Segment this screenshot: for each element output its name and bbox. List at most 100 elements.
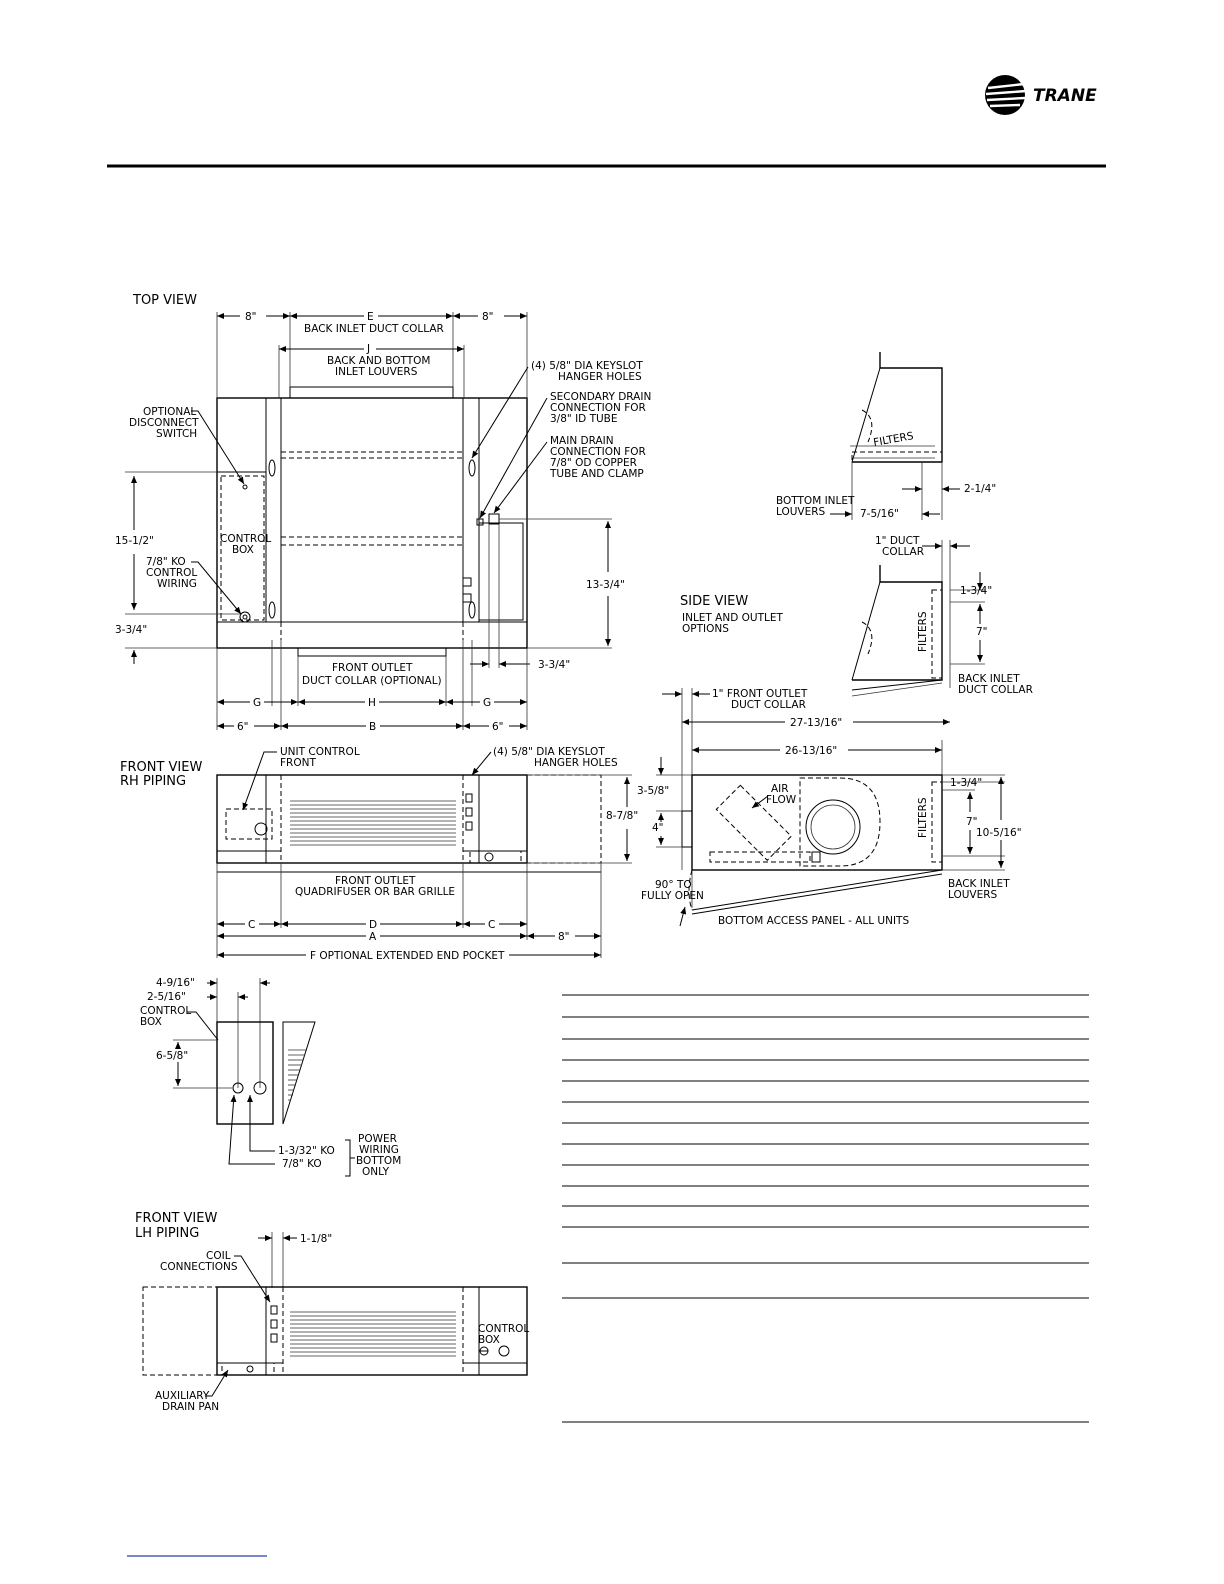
control-box-detail-outline	[216, 1021, 274, 1125]
ko-small-label: 7/8" KO	[282, 1158, 322, 1170]
empty-table	[562, 994, 1089, 1423]
dim-27-13-16: 27-13/16"	[790, 717, 842, 729]
access-panel-label: BOTTOM ACCESS PANEL - ALL UNITS	[718, 915, 909, 927]
front-rh-title-line1: FRONT VIEW	[120, 760, 202, 775]
dim-f-extended-pocket: F OPTIONAL EXTENDED END POCKET	[310, 950, 505, 962]
back-louvers-label-line2: LOUVERS	[948, 889, 998, 901]
knockout-icon	[239, 611, 251, 623]
dim-b: B	[369, 721, 376, 733]
front-outlet-duct-collar	[297, 647, 447, 657]
ko-label-line2: CONTROL	[146, 567, 197, 579]
extended-end-pocket	[526, 774, 602, 864]
coil-conn-label-line2: CONNECTIONS	[160, 1261, 238, 1273]
main-drain-line4: TUBE AND CLAMP	[549, 468, 644, 480]
side-view-main: 1" FRONT OUTLET DUCT COLLAR 27-13/16" 26…	[637, 688, 1022, 927]
lh-control-box-line1: CONTROL	[478, 1323, 529, 1335]
control-box-outline	[220, 475, 265, 621]
top-view-coil-section	[280, 397, 464, 623]
front-view-rh: FRONT VIEW RH PIPING	[120, 746, 638, 962]
trane-globe-logo-icon	[985, 75, 1027, 115]
side-filter	[931, 781, 943, 863]
front-view-lh: FRONT VIEW LH PIPING COIL CONNECTIONS 1-…	[135, 1211, 529, 1413]
dim-2-5-16: 2-5/16"	[147, 991, 186, 1003]
side-view-back-inlet: 1" DUCT COLLAR FILTERS SIDE VIEW INLET A…	[680, 535, 1033, 697]
side-cabinet	[691, 774, 943, 871]
dim-3-3-4-left: 3-3/4"	[115, 624, 147, 636]
louvers-label-line1: BACK AND BOTTOM	[327, 355, 430, 367]
main-drain-line2: CONNECTION FOR	[550, 446, 646, 458]
coil-conn-label-line1: COIL	[206, 1250, 231, 1262]
dim-8-left: 8"	[245, 311, 257, 323]
dim-7-5-16: 7-5/16"	[860, 508, 899, 520]
sec-drain-line2: CONNECTION FOR	[550, 402, 646, 414]
dim-26-13-16: 26-13/16"	[785, 745, 837, 757]
power-wiring-bracket	[345, 1139, 355, 1177]
back-filter	[931, 589, 943, 679]
back-inlet-collar-line1: BACK INLET	[958, 673, 1020, 685]
power-label-line1: POWER	[358, 1133, 397, 1145]
power-label-line3: BOTTOM	[356, 1155, 401, 1167]
air-flow-label-line1: AIR	[771, 783, 789, 795]
dim-1-1-8: 1-1/8"	[300, 1233, 332, 1245]
dim-j: J	[366, 343, 370, 355]
dim-6-right: 6"	[492, 721, 504, 733]
dim-8-right: 8"	[482, 311, 494, 323]
main-drain-line3: 7/8" OD COPPER	[550, 457, 637, 469]
dim-g-right: G	[483, 697, 491, 709]
front-outlet-collar-line2: DUCT COLLAR	[731, 699, 806, 711]
sec-drain-line1: SECONDARY DRAIN	[550, 391, 651, 403]
air-flow-label-line2: FLOW	[766, 794, 797, 806]
front-rh-cabinet	[216, 774, 528, 864]
sec-drain-line3: 3/8" ID TUBE	[550, 413, 618, 425]
opt-disconnect-line1: OPTIONAL	[143, 406, 196, 418]
louvers-label-line2: INLET LOUVERS	[335, 366, 418, 378]
power-label-line2: WIRING	[359, 1144, 399, 1156]
angle-label-line1: 90° TO	[655, 879, 692, 891]
side-view-subtitle-line1: INLET AND OUTLET	[682, 612, 783, 624]
dim-15-1-2: 15-1/2"	[115, 535, 154, 547]
dim-3-5-8: 3-5/8"	[637, 785, 669, 797]
front-lh-title-line1: FRONT VIEW	[135, 1211, 217, 1226]
control-box-label-line2: BOX	[232, 544, 254, 556]
back-louvers-label-line1: BACK INLET	[948, 878, 1010, 890]
keyslot-hole	[468, 459, 476, 477]
cb-detail-label-line2: BOX	[140, 1016, 162, 1028]
auxiliary-drain-pan	[221, 1362, 275, 1376]
keyslot-hole	[468, 601, 476, 619]
power-label-line4: ONLY	[362, 1166, 390, 1178]
dim-c-right: C	[488, 919, 495, 931]
damper-swing-arc	[861, 409, 873, 443]
duct-collar-label-line2: COLLAR	[882, 546, 924, 558]
dim-8: 8"	[558, 931, 570, 943]
unit-control-box	[225, 808, 273, 840]
unit-control-label-line1: UNIT CONTROL	[280, 746, 360, 758]
blower-wheel	[805, 799, 861, 855]
main-drain-line1: MAIN DRAIN	[550, 435, 614, 447]
back-inlet-collar-line2: DUCT COLLAR	[958, 684, 1033, 696]
drain-pan-box	[478, 522, 524, 621]
dim-e: E	[367, 311, 374, 323]
front-outlet-label-line2: DUCT COLLAR (OPTIONAL)	[302, 675, 442, 687]
control-box-label-line1: CONTROL	[220, 533, 271, 545]
bottom-access-panel-open	[691, 869, 943, 911]
angle-label-line2: FULLY OPEN	[641, 890, 704, 902]
control-box-detail: 4-9/16" 2-5/16" CONTROL BOX 6-5/8"	[140, 977, 401, 1178]
keyslot-hole	[268, 459, 276, 477]
side2-filters-label: FILTERS	[917, 611, 929, 652]
duct-collar-label-line1: 1" DUCT	[875, 535, 920, 547]
ko-label-line3: WIRING	[157, 578, 197, 590]
dim-7-top: 7"	[976, 626, 988, 638]
rh-keyslot-label-line2: HANGER HOLES	[534, 757, 618, 769]
side-view-subtitle-line2: OPTIONS	[682, 623, 729, 635]
keyslot-label-line2: HANGER HOLES	[558, 371, 642, 383]
front-outlet-collar-line1: 1" FRONT OUTLET	[712, 688, 808, 700]
dim-g-left: G	[253, 697, 261, 709]
dim-h: H	[368, 697, 376, 709]
header: TRANE	[107, 75, 1106, 168]
front-lh-title-line2: LH PIPING	[135, 1226, 199, 1241]
coil-block	[715, 784, 792, 861]
back-inlet-duct-collar	[289, 386, 454, 399]
front-outlet-label-line1: FRONT OUTLET	[332, 662, 413, 674]
front-outlet-collar	[681, 810, 693, 848]
